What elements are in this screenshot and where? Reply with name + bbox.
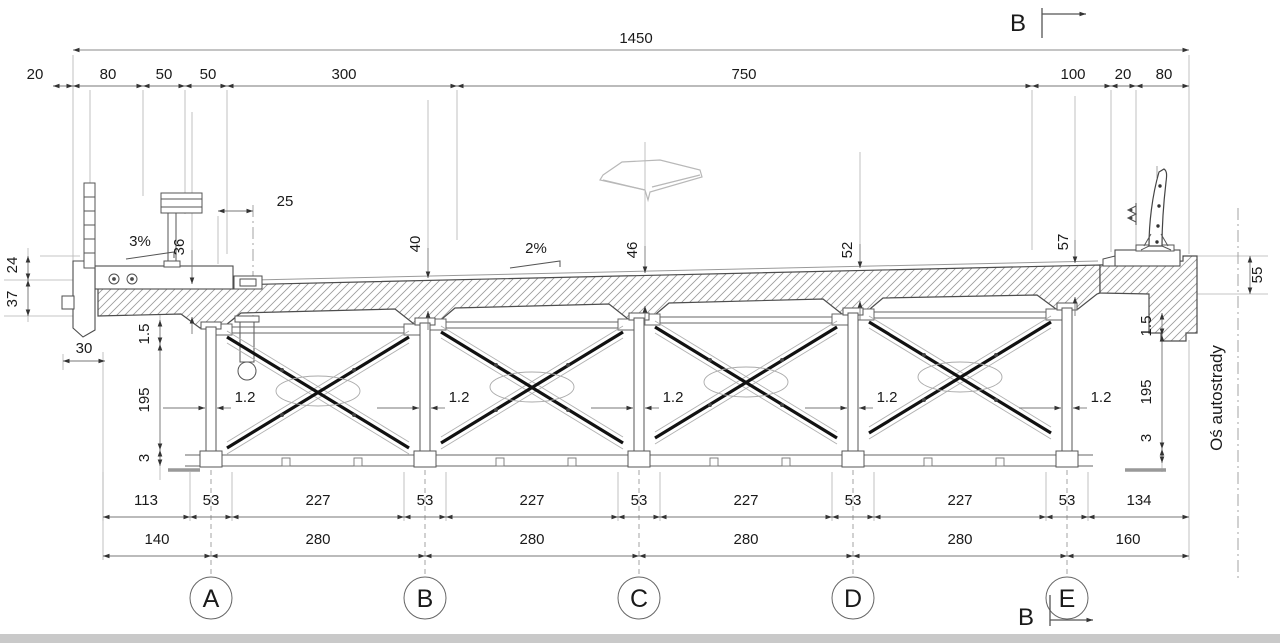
- truss: [168, 302, 1166, 472]
- dim-left-3: 3: [136, 454, 153, 462]
- dim-top-1: 80: [100, 66, 117, 83]
- dim-offset-30: 30: [76, 340, 93, 357]
- diagonal-braces: [226, 320, 1052, 450]
- dim-r1-9: 53: [1059, 492, 1076, 509]
- left-end-block: [72, 260, 96, 338]
- dim-top-8: 80: [1156, 66, 1173, 83]
- dim-web-d: 1.2: [877, 389, 898, 406]
- dim-thick-40: 40: [407, 236, 424, 253]
- dim-r1-4: 227: [519, 492, 544, 509]
- dim-web-c: 1.2: [663, 389, 684, 406]
- left-drip-nose: [61, 295, 75, 310]
- bolt-dots: [280, 353, 998, 417]
- section-marker-bottom: B: [1018, 595, 1093, 631]
- dim-r1-5: 53: [631, 492, 648, 509]
- dim-edge-24: 24: [4, 257, 21, 274]
- web-posts: [199, 302, 1079, 468]
- dim-top-5: 750: [731, 66, 756, 83]
- axis-circle-c: C: [630, 585, 648, 613]
- dim-total: 1450: [619, 30, 652, 47]
- dimensions-bottom: 113 53 227 53 227 53 227 53 227 53 134 1…: [103, 492, 1189, 559]
- dim-right-195: 195: [1138, 379, 1155, 404]
- left-guardrail: [160, 192, 203, 268]
- slope-left-label: 3%: [129, 233, 151, 250]
- dim-r1-8: 227: [947, 492, 972, 509]
- cap-bolts: [108, 273, 138, 285]
- diagonal-outlines: [226, 315, 1052, 455]
- dimensions-misc: 25 30 24 37 3% 2%: [4, 193, 561, 364]
- dim-edge-55: 55: [1249, 267, 1266, 284]
- anchor-block: [233, 275, 263, 290]
- dim-thick-57: 57: [1055, 234, 1072, 251]
- chord-splice-plates: [281, 457, 1005, 467]
- right-cap-beam: [1114, 249, 1181, 267]
- dim-top-2: 50: [156, 66, 173, 83]
- dim-right-1-5: 1.5: [1138, 316, 1155, 337]
- dim-r1-2: 227: [305, 492, 330, 509]
- girder-depth-dims: 1.5 195 3 1.5 195 3 55: [136, 256, 1266, 466]
- axis-circle-a: A: [203, 585, 220, 613]
- left-railing: [83, 182, 96, 269]
- dim-edge-37: 37: [4, 291, 21, 308]
- axis-circle-d: D: [844, 585, 862, 613]
- guardrail-w-profile-icon: [1126, 203, 1138, 225]
- slope-road-mark: [509, 260, 561, 269]
- dim-r1-6: 227: [733, 492, 758, 509]
- dim-r1-0: 113: [134, 492, 158, 509]
- dim-r1-10: 134: [1126, 492, 1151, 509]
- slope-left-mark: [125, 251, 175, 260]
- dim-r2-2: 280: [519, 531, 544, 548]
- dim-r1-7: 53: [845, 492, 862, 509]
- dim-left-1-5: 1.5: [136, 324, 153, 345]
- dim-r2-4: 280: [947, 531, 972, 548]
- bottom-chord: [168, 454, 1166, 472]
- section-marker-top: B: [1010, 8, 1086, 38]
- web-thickness-dims: 1.2 1.2 1.2 1.2 1.2: [163, 389, 1112, 411]
- axis-circles: A B C D E: [189, 576, 1089, 620]
- axis-circle-b: B: [417, 585, 434, 613]
- dim-web-e: 1.2: [1091, 389, 1112, 406]
- north-ornament-icon: [599, 159, 703, 203]
- section-letter-bottom: B: [1018, 604, 1034, 631]
- dim-r1-3: 53: [417, 492, 434, 509]
- dim-thick-52: 52: [839, 242, 856, 259]
- axis-circle-e: E: [1059, 585, 1076, 613]
- centerlines: [252, 166, 1239, 578]
- dim-top-3: 50: [200, 66, 217, 83]
- dim-offset-25: 25: [277, 193, 294, 210]
- dimensions-top: 1450 20 80 50 50 300 750 100 20 80: [27, 30, 1189, 89]
- dim-top-7: 20: [1115, 66, 1132, 83]
- dim-r2-0: 140: [144, 531, 169, 548]
- dim-top-6: 100: [1060, 66, 1085, 83]
- highway-axis-label: Oś autostrady: [1207, 345, 1226, 451]
- dim-web-a: 1.2: [235, 389, 256, 406]
- window-edge-bar: [0, 634, 1280, 643]
- right-safety-barrier: [1126, 168, 1175, 252]
- dim-left-195: 195: [136, 387, 153, 412]
- dim-web-b: 1.2: [449, 389, 470, 406]
- right-curb-step: [1102, 255, 1116, 267]
- right-cornice-hatched: [1099, 255, 1198, 342]
- extension-lines: [4, 55, 1268, 560]
- dim-thick-36: 36: [171, 239, 188, 256]
- deck-thickness-dims: 36 40 46 52 57: [171, 234, 1078, 334]
- dim-thick-46: 46: [624, 242, 641, 259]
- gusset-ellipses: [275, 361, 1003, 407]
- dim-r2-3: 280: [733, 531, 758, 548]
- dim-right-3: 3: [1138, 434, 1155, 442]
- dim-r1-1: 53: [203, 492, 220, 509]
- dim-r2-1: 280: [305, 531, 330, 548]
- section-letter-top: B: [1010, 10, 1026, 37]
- dim-top-4: 300: [331, 66, 356, 83]
- slope-road-label: 2%: [525, 240, 547, 257]
- dim-top-0: 20: [27, 66, 44, 83]
- dim-r2-5: 160: [1115, 531, 1140, 548]
- axis-dash-lines: [210, 470, 1068, 577]
